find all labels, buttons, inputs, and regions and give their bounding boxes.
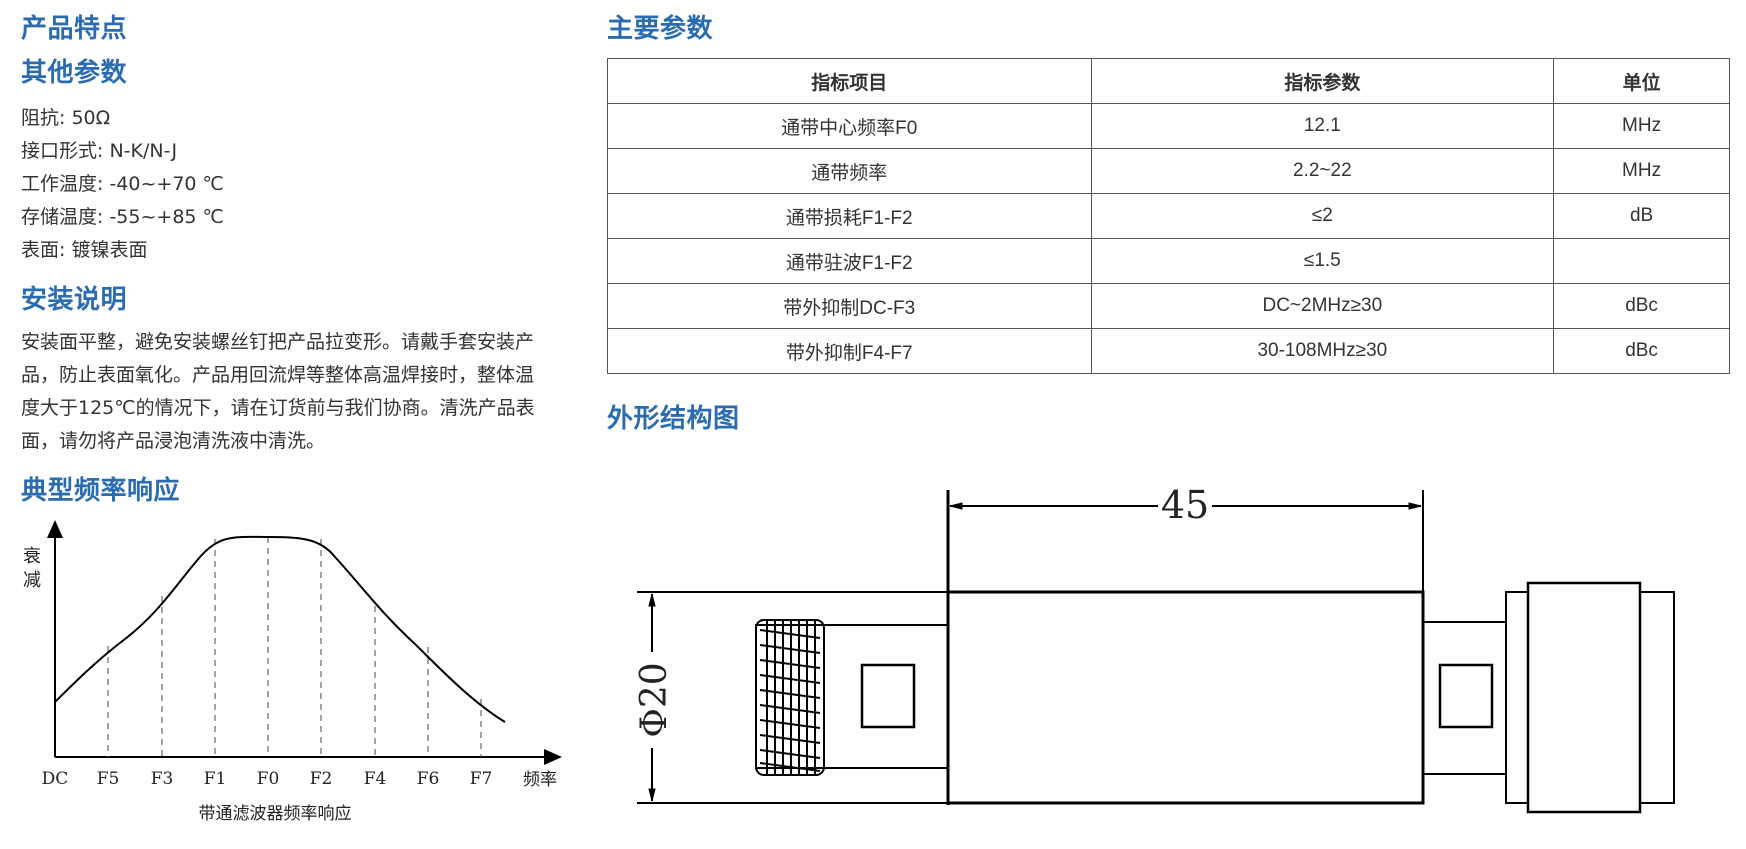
features-heading: 产品特点 <box>21 14 128 44</box>
table-row: 通带损耗F1-F2 ≤2 dB <box>607 193 1730 239</box>
other-params-heading: 其他参数 <box>21 58 128 88</box>
thread-icon <box>755 619 825 776</box>
table-header-row: 指标项目 指标参数 单位 <box>607 58 1730 104</box>
table-row: 带外抑制F4-F7 30-108MHz≥30 dBc <box>607 328 1730 374</box>
table-row: 通带频率 2.2~22 MHz <box>607 148 1730 194</box>
cell-value: ≤1.5 <box>1090 238 1555 284</box>
main-body <box>946 590 1425 805</box>
table-row: 通带驻波F1-F2 ≤1.5 <box>607 238 1730 284</box>
tick-f4: F4 <box>364 769 387 789</box>
cell-item: 带外抑制F4-F7 <box>607 328 1092 374</box>
table-row: 带外抑制DC-F3 DC~2MHz≥30 dBc <box>607 283 1730 329</box>
header-unit: 单位 <box>1553 58 1730 104</box>
right-neck-window <box>1438 663 1494 729</box>
cell-item: 通带频率 <box>607 148 1092 194</box>
cell-unit: MHz <box>1553 103 1730 149</box>
y-label-1: 衰 <box>23 546 41 567</box>
cell-unit: dB <box>1553 193 1730 239</box>
length-label: 45 <box>1161 483 1209 527</box>
cell-item: 通带中心频率F0 <box>607 103 1092 149</box>
param-interface: 接口形式: N-K/N-J <box>21 140 178 162</box>
y-label-2: 减 <box>23 570 41 591</box>
right-neck <box>1422 621 1507 775</box>
outline-drawing: 45 Φ20 <box>634 483 1675 814</box>
table-row: 通带中心频率F0 12.1 MHz <box>607 103 1730 149</box>
main-params-heading: 主要参数 <box>607 14 714 44</box>
right-cap <box>1639 591 1675 804</box>
tick-f1: F1 <box>204 769 227 789</box>
cell-unit: dBc <box>1553 283 1730 329</box>
cell-unit <box>1553 238 1730 284</box>
right-nut <box>1526 581 1642 814</box>
cell-value: 2.2~22 <box>1090 148 1555 194</box>
header-item: 指标项目 <box>607 58 1092 104</box>
cell-value: 12.1 <box>1090 103 1555 149</box>
cell-value: DC~2MHz≥30 <box>1090 283 1555 329</box>
dim-arrow-right <box>1408 502 1422 510</box>
param-storage-temp: 存储温度: -55~+85 ℃ <box>21 206 224 228</box>
cell-item: 带外抑制DC-F3 <box>607 283 1092 329</box>
right-flange <box>1505 591 1529 804</box>
tick-f0: F0 <box>257 769 280 789</box>
diameter-label: Φ20 <box>634 662 675 737</box>
tick-f3: F3 <box>151 769 174 789</box>
cell-unit: dBc <box>1553 328 1730 374</box>
cell-item: 通带损耗F1-F2 <box>607 193 1092 239</box>
param-operating-temp: 工作温度: -40~+70 ℃ <box>21 173 224 195</box>
install-heading: 安装说明 <box>21 285 128 315</box>
tick-f7: F7 <box>470 769 493 789</box>
tick-dc: DC <box>42 769 69 789</box>
response-curve <box>54 535 506 723</box>
left-connector-body <box>755 624 949 769</box>
response-heading: 典型频率响应 <box>21 476 181 506</box>
cell-item: 通带驻波F1-F2 <box>607 238 1092 284</box>
param-impedance: 阻抗: 50Ω <box>21 107 111 129</box>
dia-arrow-bottom <box>648 788 656 802</box>
x-label: 频率 <box>523 770 557 790</box>
header-value: 指标参数 <box>1090 58 1555 104</box>
spec-table: 指标项目 指标参数 单位 通带中心频率F0 12.1 MHz 通带频率 2.2~… <box>607 58 1730 374</box>
outline-heading: 外形结构图 <box>607 404 740 434</box>
tick-f6: F6 <box>417 769 440 789</box>
left-connector-window <box>860 663 916 729</box>
install-text: 安装面平整，避免安装螺丝钉把产品拉变形。请戴手套安装产品，防止表面氧化。产品用回… <box>21 331 535 452</box>
dim-arrow-left <box>949 502 963 510</box>
cell-value: 30-108MHz≥30 <box>1090 328 1555 374</box>
tick-f5: F5 <box>97 769 120 789</box>
chart-caption: 带通滤波器频率响应 <box>199 804 352 824</box>
cell-value: ≤2 <box>1090 193 1555 239</box>
param-surface: 表面: 镀镍表面 <box>21 239 148 261</box>
frequency-response-chart: 衰 减 DC F5 F3 F1 F0 F2 F4 F6 F7 频率 带通滤波器频… <box>23 520 562 824</box>
tick-f2: F2 <box>310 769 333 789</box>
cell-unit: MHz <box>1553 148 1730 194</box>
dia-arrow-top <box>648 593 656 607</box>
